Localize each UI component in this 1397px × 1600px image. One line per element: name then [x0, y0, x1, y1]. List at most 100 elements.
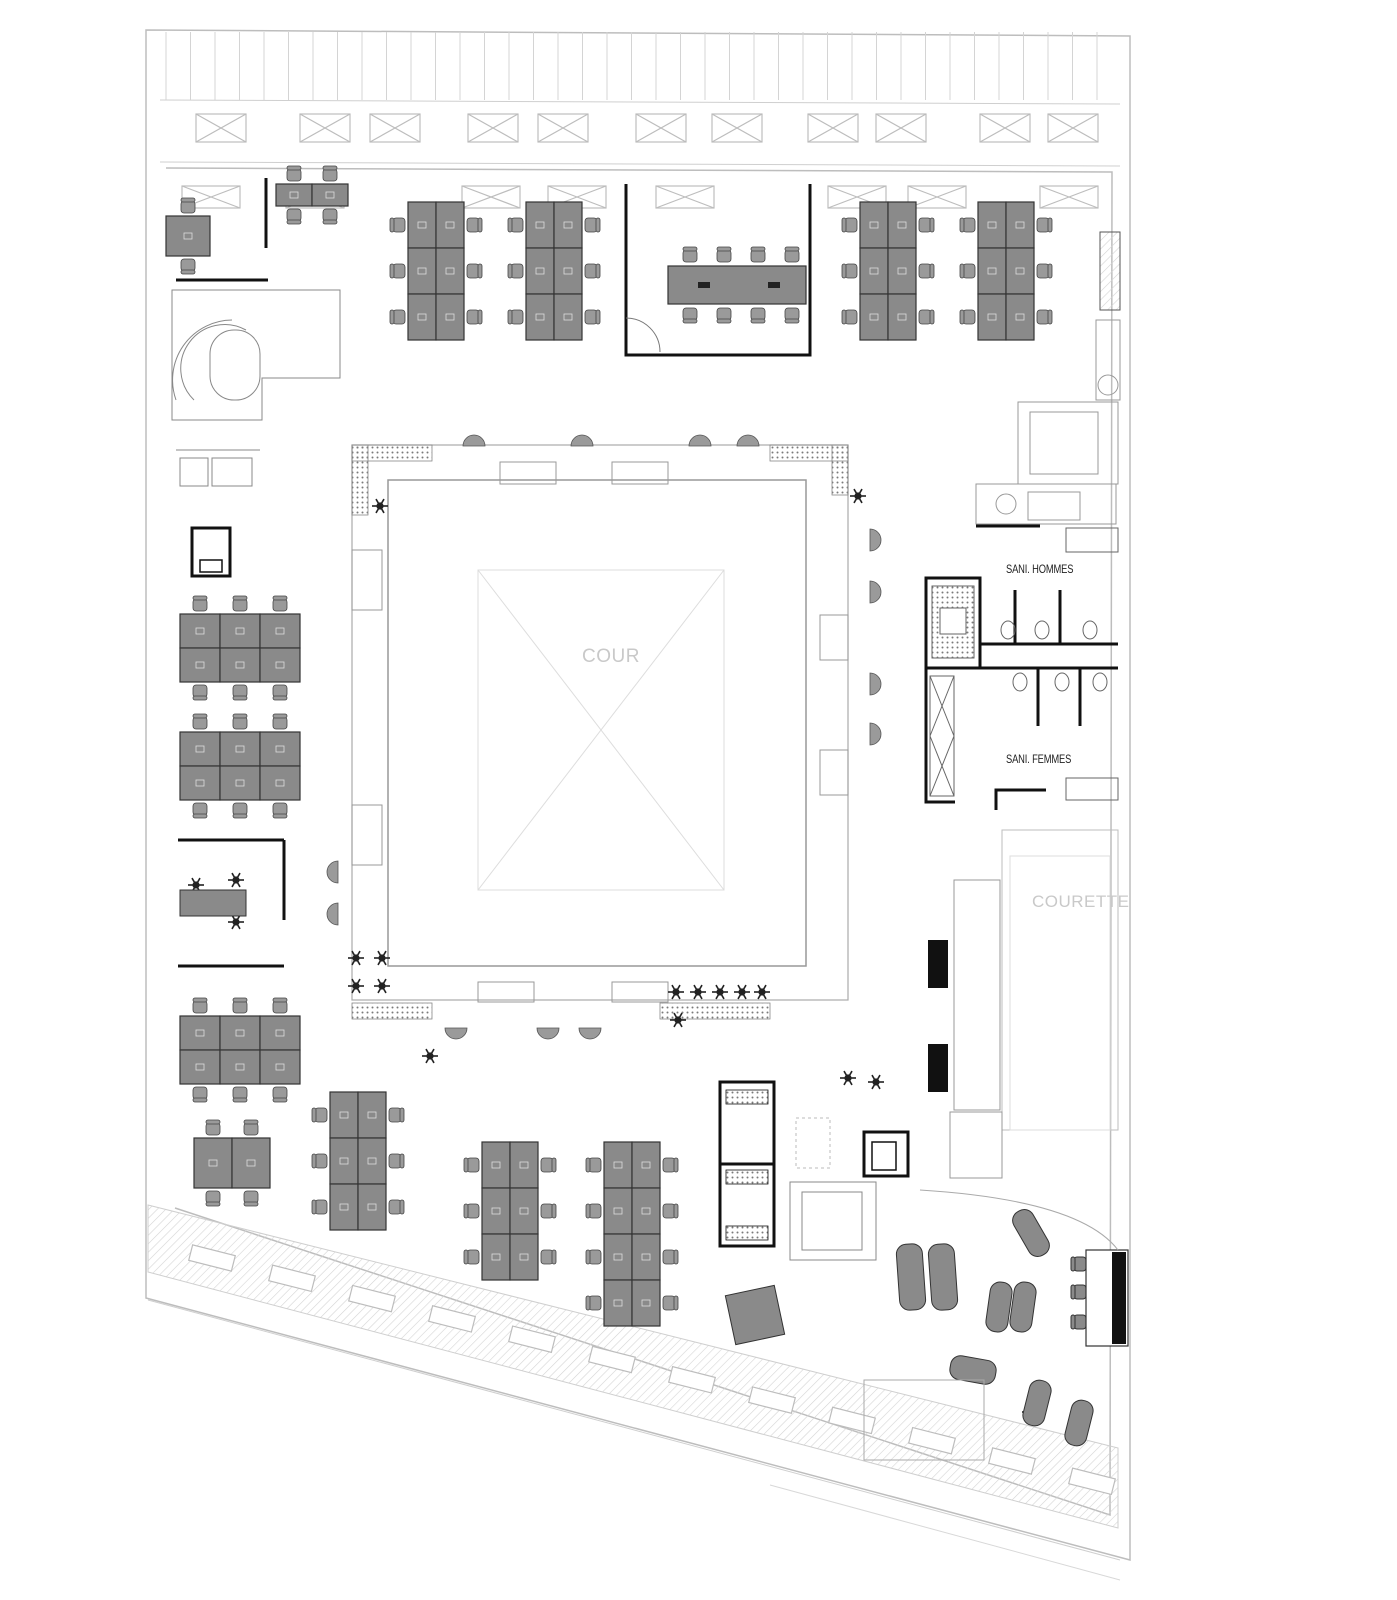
chair: [750, 246, 766, 263]
chair: [1070, 1284, 1087, 1300]
chair: [959, 309, 976, 325]
chair: [507, 217, 524, 233]
lounge-sofa: [1064, 1399, 1094, 1447]
chair: [507, 309, 524, 325]
chair: [841, 263, 858, 279]
desk: [603, 1141, 633, 1189]
lounge-chair: [869, 722, 882, 746]
lounge-chair: [462, 434, 486, 447]
cluster-chairs: [585, 1157, 679, 1311]
chair: [463, 1249, 480, 1265]
plant: [690, 984, 706, 1000]
chair: [585, 1203, 602, 1219]
lounge-counter: [1085, 1249, 1129, 1347]
plant: [754, 984, 770, 1000]
chair: [232, 802, 248, 819]
lounge-chair: [326, 902, 339, 926]
cluster-chairs: [389, 217, 483, 325]
chair: [272, 997, 288, 1014]
chair: [388, 1107, 405, 1123]
chair: [192, 684, 208, 701]
upper-right-services: [975, 231, 1121, 528]
desk: [481, 1233, 511, 1281]
desk: [275, 183, 313, 207]
chair: [585, 1157, 602, 1173]
desk: [887, 293, 917, 341]
chair: [466, 217, 483, 233]
chair: [389, 263, 406, 279]
chair: [1036, 263, 1053, 279]
desk: [631, 1279, 661, 1327]
left-office-walls: [178, 838, 286, 968]
bottom-window: [907, 1426, 957, 1455]
lounge-sofa: [1009, 1281, 1037, 1333]
workstation-clusters: [165, 165, 1053, 1327]
desk: [219, 1015, 261, 1051]
plants: [188, 488, 1038, 1420]
chair: [192, 802, 208, 819]
cluster-chairs: [507, 217, 601, 325]
bottom-window: [587, 1345, 637, 1374]
lounge-sofa: [1022, 1379, 1052, 1427]
chair: [662, 1157, 679, 1173]
desk: [553, 293, 583, 341]
desk: [481, 1141, 511, 1189]
plant: [374, 978, 390, 994]
chair: [784, 246, 800, 263]
desk: [553, 247, 583, 295]
chair: [662, 1249, 679, 1265]
cluster-chairs: [311, 1107, 405, 1215]
cluster-chairs: [959, 217, 1053, 325]
top-window: [1047, 113, 1099, 143]
meeting-chairs: [682, 246, 800, 324]
desk: [311, 183, 349, 207]
lounge-chair: [869, 672, 882, 696]
chair: [232, 997, 248, 1014]
chair: [243, 1119, 259, 1136]
desk: [435, 201, 465, 249]
chair: [584, 217, 601, 233]
chair: [205, 1190, 221, 1207]
desk-cluster: [311, 1091, 405, 1231]
chair: [389, 217, 406, 233]
restroom-fixtures: [929, 527, 1119, 801]
chair: [841, 217, 858, 233]
lounge-sofa: [1012, 1209, 1050, 1257]
lounge-sofa: [927, 1243, 959, 1311]
plant: [668, 984, 684, 1000]
lounge-chair: [578, 1027, 602, 1040]
chair: [918, 309, 935, 325]
chair: [540, 1249, 557, 1265]
chair: [466, 263, 483, 279]
plant: [228, 914, 244, 930]
desk: [219, 731, 261, 767]
desk: [1005, 293, 1035, 341]
plant: [348, 950, 364, 966]
chair: [1036, 217, 1053, 233]
desk: [1005, 201, 1035, 249]
chair: [180, 197, 196, 214]
desk: [193, 1137, 233, 1189]
chair: [918, 263, 935, 279]
top-window-lower: [461, 185, 521, 209]
desk: [179, 731, 221, 767]
desk-cluster: [165, 197, 211, 275]
lift: [190, 526, 232, 578]
bottom-window: [667, 1365, 717, 1394]
chair: [918, 217, 935, 233]
desk: [329, 1137, 359, 1185]
chair: [272, 684, 288, 701]
chair: [389, 309, 406, 325]
top-window: [467, 113, 519, 143]
chair: [1070, 1314, 1087, 1330]
desk: [525, 247, 555, 295]
desk: [357, 1091, 387, 1139]
desk: [509, 1141, 539, 1189]
lounge-chair: [444, 1027, 468, 1040]
small-meeting-table: [724, 1284, 786, 1346]
desk: [219, 1049, 261, 1085]
lounge-outline: [863, 1189, 1119, 1461]
chair: [959, 263, 976, 279]
desk: [631, 1141, 661, 1189]
